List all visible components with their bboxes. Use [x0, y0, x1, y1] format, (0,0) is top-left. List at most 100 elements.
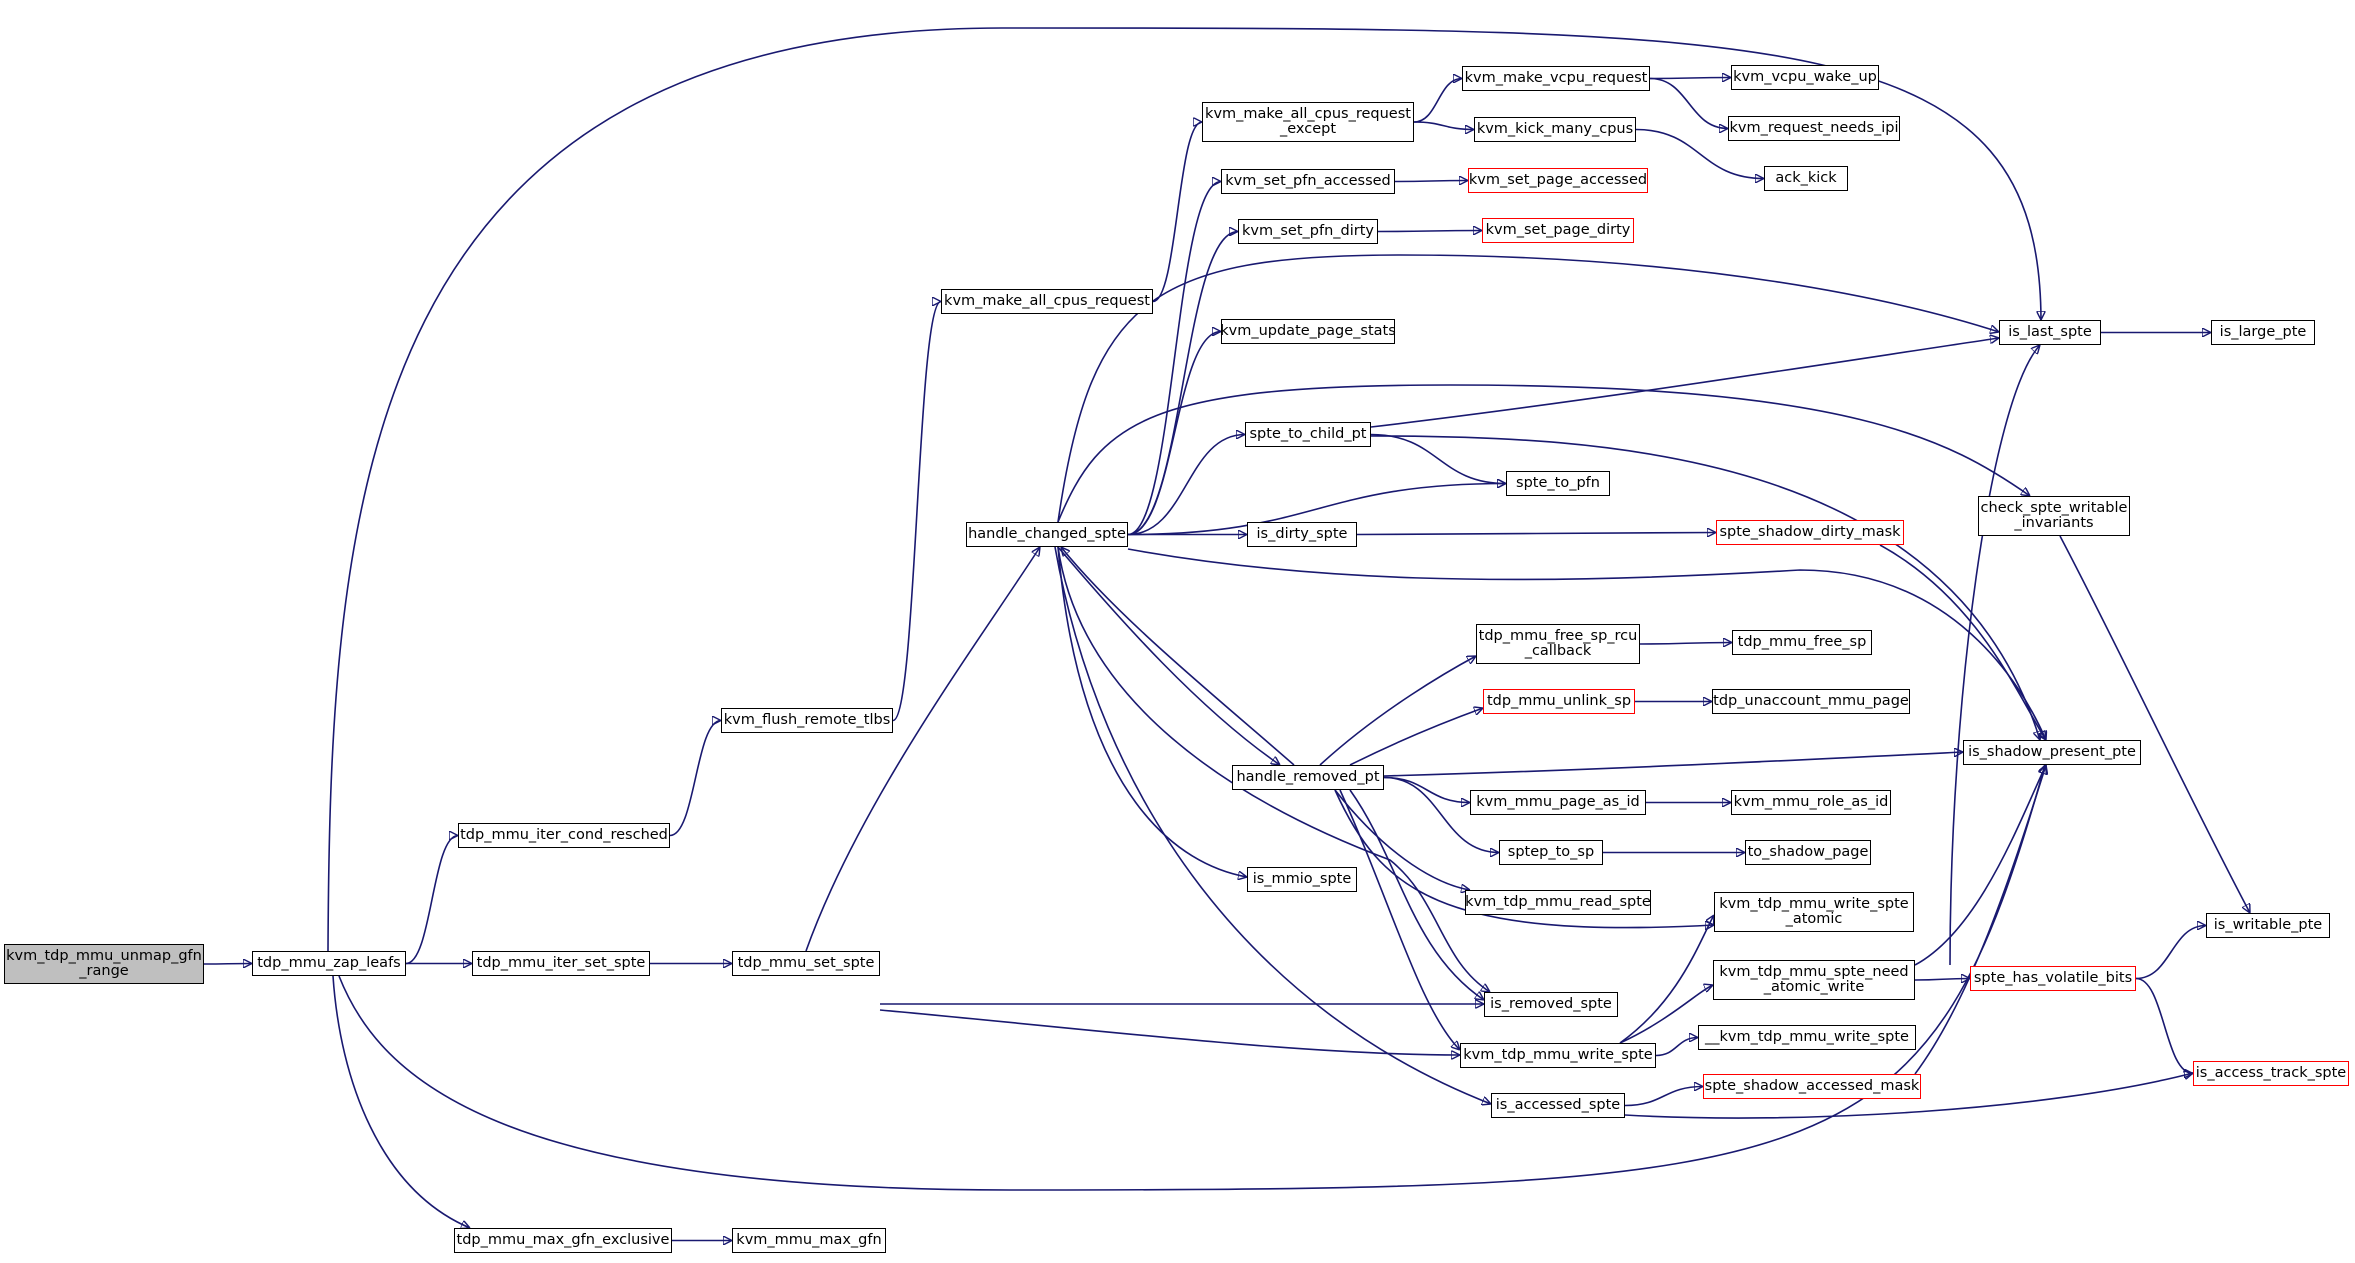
- edge-write-spte-to-spte-need-atomic-write: [1619, 985, 1713, 1044]
- node-free-sp[interactable]: tdp_mmu_free_sp: [1732, 630, 1872, 655]
- node-is-dirty-spte[interactable]: is_dirty_spte: [1247, 522, 1357, 547]
- node-free-sp-rcu-callback[interactable]: tdp_mmu_free_sp_rcu _callback: [1476, 624, 1640, 664]
- edge-set-spte-to-write-spte: [879, 1009, 1460, 1055]
- node-is-last-spte[interactable]: is_last_spte: [1999, 320, 2101, 345]
- node-is-large-pte[interactable]: is_large_pte: [2211, 320, 2315, 345]
- edge-zap-leafs-to-max-gfn-exclusive: [332, 975, 470, 1228]
- node-handle-removed-pt[interactable]: handle_removed_pt: [1232, 765, 1384, 790]
- edge-set-spte-to-handle-changed-spte: [805, 547, 1040, 952]
- node-spte-to-pfn[interactable]: spte_to_pfn: [1506, 471, 1610, 496]
- edge-make-all-cpus-request-to-make-all-cpus-request-except: [1152, 122, 1203, 303]
- node-ack-kick[interactable]: ack_kick: [1764, 166, 1848, 191]
- edge-is-accessed-spte-to-shadow-accessed-mask: [1624, 1087, 1703, 1107]
- node-flush-remote-tlbs[interactable]: kvm_flush_remote_tlbs: [721, 708, 893, 733]
- edge-free-sp-rcu-callback-to-free-sp: [1639, 643, 1732, 645]
- node-is-removed-spte[interactable]: is_removed_spte: [1484, 992, 1618, 1017]
- edge-spte-to-child-pt-to-is-last-spte: [1370, 338, 1999, 428]
- edge-handle-changed-spte-to-check-spte-writable-invariants: [1057, 384, 2030, 523]
- node-is-shadow-present-pte[interactable]: is_shadow_present_pte: [1963, 740, 2141, 765]
- node-set-page-dirty[interactable]: kvm_set_page_dirty: [1482, 218, 1634, 243]
- node-mmu-max-gfn[interactable]: kvm_mmu_max_gfn: [732, 1228, 886, 1253]
- edge-write-spte-to-write-spte-atomic: [1619, 915, 1714, 1044]
- node-write-spte[interactable]: __kvm_tdp_mmu_write_spte: [1698, 1025, 1916, 1050]
- node-zap-leafs[interactable]: tdp_mmu_zap_leafs: [252, 951, 406, 976]
- edge-handle-changed-spte-to-is-shadow-present-pte: [1127, 548, 2046, 740]
- edge-spte-need-atomic-write-to-is-last-spte: [1949, 345, 2040, 966]
- node-read-spte[interactable]: kvm_tdp_mmu_read_spte: [1465, 890, 1651, 915]
- node-kick-many-cpus[interactable]: kvm_kick_many_cpus: [1474, 117, 1636, 142]
- node-update-page-stats[interactable]: kvm_update_page_stats: [1220, 319, 1396, 344]
- edge-zap-leafs-to-iter-cond-resched: [405, 836, 459, 965]
- node-make-all-cpus-request[interactable]: kvm_make_all_cpus_request: [941, 289, 1153, 314]
- edge-handle-removed-pt-to-write-spte: [1339, 789, 1460, 1050]
- edge-handle-changed-spte-to-handle-removed-pt: [1057, 546, 1280, 765]
- edge-handle-changed-spte-to-is-accessed-spte: [1054, 546, 1491, 1104]
- edge-flush-remote-tlbs-to-make-all-cpus-request: [892, 302, 942, 722]
- edge-handle-removed-pt-to-write-spte-atomic: [1334, 789, 1714, 928]
- node-to-shadow-page[interactable]: to_shadow_page: [1745, 840, 1871, 865]
- edge-handle-changed-spte-to-update-page-stats: [1127, 332, 1222, 536]
- edge-check-spte-writable-invariants-to-is-writable-pte: [2059, 535, 2250, 913]
- edge-root-to-zap-leafs: [203, 964, 252, 965]
- node-make-vcpu-request[interactable]: kvm_make_vcpu_request: [1462, 66, 1650, 91]
- node-is-writable-pte[interactable]: is_writable_pte: [2206, 913, 2330, 938]
- edge-spte-to-child-pt-to-spte-to-pfn: [1370, 433, 1506, 484]
- node-is-accessed-spte[interactable]: is_accessed_spte: [1491, 1093, 1625, 1118]
- edge-is-dirty-spte-to-shadow-dirty-mask: [1356, 533, 1716, 535]
- node-shadow-dirty-mask[interactable]: spte_shadow_dirty_mask: [1716, 520, 1904, 545]
- node-unlink-sp[interactable]: tdp_mmu_unlink_sp: [1483, 689, 1635, 714]
- edge-handle-changed-spte-to-is-removed-spte: [1057, 546, 1490, 992]
- node-mmu-role-as-id[interactable]: kvm_mmu_role_as_id: [1731, 790, 1891, 815]
- node-request-needs-ipi[interactable]: kvm_request_needs_ipi: [1728, 116, 1900, 141]
- node-handle-changed-spte[interactable]: handle_changed_spte: [966, 522, 1128, 547]
- node-set-page-accessed[interactable]: kvm_set_page_accessed: [1468, 168, 1648, 193]
- node-unaccount-mmu-page[interactable]: tdp_unaccount_mmu_page: [1712, 689, 1910, 714]
- edge-handle-removed-pt-to-unlink-sp: [1349, 708, 1483, 766]
- node-write-spte-atomic[interactable]: kvm_tdp_mmu_write_spte _atomic: [1714, 892, 1914, 932]
- node-mmu-page-as-id[interactable]: kvm_mmu_page_as_id: [1470, 790, 1646, 815]
- edge-make-all-cpus-request-except-to-kick-many-cpus: [1413, 121, 1474, 130]
- node-max-gfn-exclusive[interactable]: tdp_mmu_max_gfn_exclusive: [454, 1228, 672, 1253]
- edge-shadow-accessed-mask-to-is-shadow-present-pte: [1914, 765, 2046, 1075]
- edge-kick-many-cpus-to-ack-kick: [1635, 128, 1764, 179]
- edge-handle-removed-pt-to-sptep-to-sp: [1383, 776, 1499, 853]
- node-spte-has-volatile-bits[interactable]: spte_has_volatile_bits: [1970, 966, 2136, 991]
- node-make-all-cpus-request-except[interactable]: kvm_make_all_cpus_request _except: [1202, 102, 1414, 142]
- node-vcpu-wake-up[interactable]: kvm_vcpu_wake_up: [1731, 65, 1879, 90]
- edge-handle-removed-pt-to-read-spte: [1334, 789, 1470, 890]
- edge-handle-changed-spte-to-spte-to-pfn: [1127, 484, 1506, 536]
- node-set-pfn-dirty[interactable]: kvm_set_pfn_dirty: [1238, 219, 1378, 244]
- edge-make-all-cpus-request-except-to-make-vcpu-request: [1413, 79, 1463, 123]
- edge-handle-changed-spte-to-spte-to-child-pt: [1127, 435, 1245, 536]
- node-set-pfn-accessed[interactable]: kvm_set_pfn_accessed: [1221, 169, 1395, 194]
- edge-write-spte-to-write-spte: [1655, 1038, 1699, 1057]
- edge-is-accessed-spte-to-is-access-track-spte: [1624, 1073, 2193, 1119]
- edge-set-pfn-accessed-to-set-page-accessed: [1394, 181, 1468, 182]
- edge-handle-removed-pt-to-handle-changed-spte: [1061, 547, 1295, 766]
- edge-handle-changed-spte-to-is-last-spte: [1057, 254, 1999, 523]
- edge-handle-removed-pt-to-free-sp-rcu-callback: [1319, 656, 1476, 766]
- node-is-mmio-spte[interactable]: is_mmio_spte: [1247, 867, 1357, 892]
- node-write-spte[interactable]: kvm_tdp_mmu_write_spte: [1460, 1043, 1656, 1068]
- node-spte-need-atomic-write[interactable]: kvm_tdp_mmu_spte_need _atomic_write: [1713, 960, 1915, 1000]
- node-root: kvm_tdp_mmu_unmap_gfn _range: [4, 944, 204, 984]
- edge-set-pfn-dirty-to-set-page-dirty: [1377, 231, 1482, 232]
- edge-handle-removed-pt-to-is-removed-spte: [1349, 789, 1484, 1000]
- edge-handle-changed-spte-to-is-mmio-spte: [1057, 546, 1247, 877]
- edge-make-vcpu-request-to-vcpu-wake-up: [1649, 78, 1731, 79]
- node-is-access-track-spte[interactable]: is_access_track_spte: [2193, 1061, 2349, 1086]
- edge-spte-to-child-pt-to-is-shadow-present-pte: [1370, 435, 2040, 740]
- node-iter-cond-resched[interactable]: tdp_mmu_iter_cond_resched: [458, 823, 670, 848]
- node-spte-to-child-pt[interactable]: spte_to_child_pt: [1245, 422, 1371, 447]
- edge-handle-changed-spte-to-set-pfn-accessed: [1127, 182, 1222, 536]
- edge-zap-leafs-to-is-last-spte: [327, 27, 2041, 952]
- edge-iter-cond-resched-to-flush-remote-tlbs: [669, 721, 722, 837]
- node-iter-set-spte[interactable]: tdp_mmu_iter_set_spte: [472, 951, 650, 976]
- node-set-spte[interactable]: tdp_mmu_set_spte: [732, 951, 880, 976]
- node-shadow-accessed-mask[interactable]: spte_shadow_accessed_mask: [1703, 1074, 1921, 1099]
- node-sptep-to-sp[interactable]: sptep_to_sp: [1499, 840, 1603, 865]
- edge-spte-need-atomic-write-to-spte-has-volatile-bits: [1914, 979, 1970, 981]
- node-check-spte-writable-invariants[interactable]: check_spte_writable _invariants: [1978, 496, 2130, 536]
